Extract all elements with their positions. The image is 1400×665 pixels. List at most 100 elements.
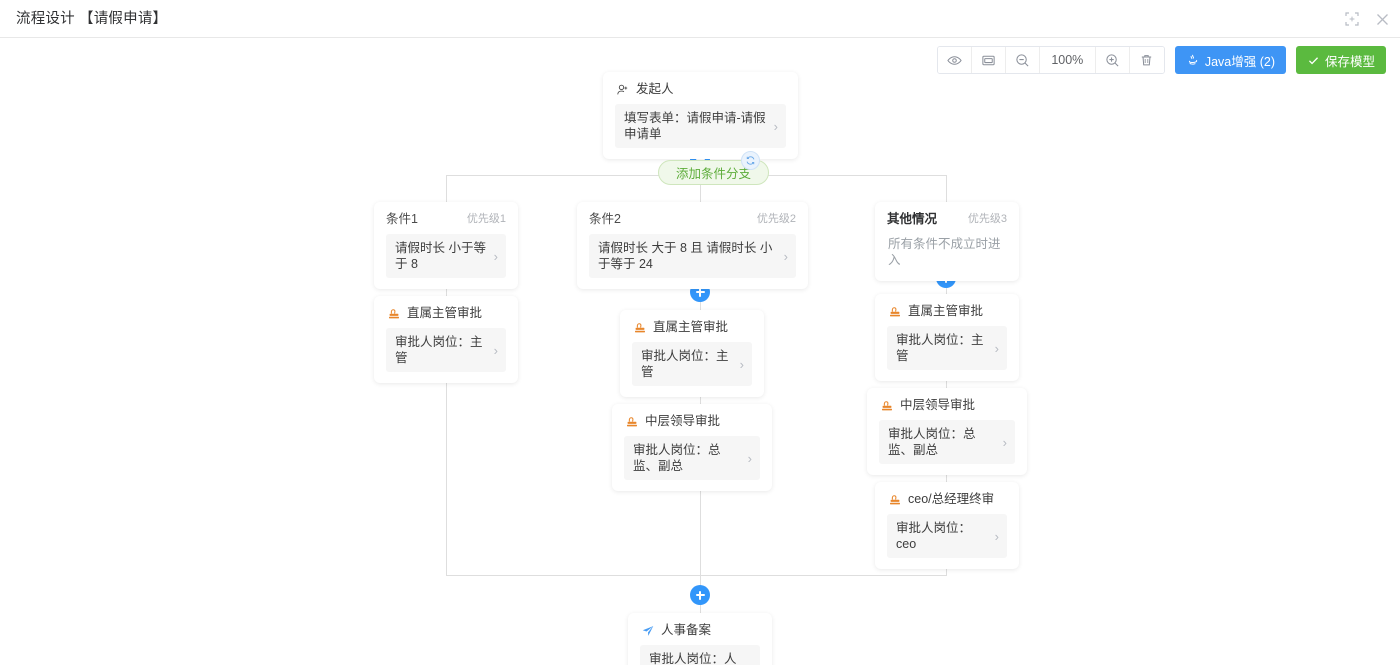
chevron-right-icon: › xyxy=(994,340,999,356)
node-header: 直属主管审批 xyxy=(632,320,752,335)
connector-line xyxy=(946,175,947,202)
send-icon xyxy=(640,623,655,638)
cc-node-body[interactable]: 审批人岗位：人事 › xyxy=(640,645,760,665)
condition-expression-row[interactable]: 请假时长 大于 8 且 请假时长 小于等于 24 › xyxy=(589,234,796,278)
trash-icon[interactable] xyxy=(1129,47,1164,73)
chevron-right-icon: › xyxy=(493,248,498,264)
approval-node-body[interactable]: 审批人岗位：主管 › xyxy=(386,328,506,372)
condition-name: 条件1 xyxy=(386,212,418,226)
condition-expression: 请假时长 小于等于 8 xyxy=(395,241,486,271)
start-node-body[interactable]: 填写表单：请假申请-请假申请单 › xyxy=(615,104,786,148)
stamp-icon xyxy=(624,414,639,429)
condition-expression: 请假时长 大于 8 且 请假时长 小于等于 24 xyxy=(598,241,773,271)
save-model-label: 保存模型 xyxy=(1324,54,1375,69)
node-header: 中层领导审批 xyxy=(879,398,1015,413)
user-add-icon xyxy=(615,82,630,97)
node-header: 发起人 xyxy=(615,82,786,97)
condition-node-2[interactable]: 条件2 优先级2 请假时长 大于 8 且 请假时长 小于等于 24 › xyxy=(577,202,808,289)
check-icon xyxy=(1307,54,1320,67)
approver-role: 审批人岗位：主管 xyxy=(641,349,729,379)
flow-canvas[interactable]: 发起人 填写表单：请假申请-请假申请单 › 添加条件分支 条件1 优先级1 xyxy=(0,39,1400,665)
tool-group: 100% xyxy=(936,46,1165,74)
approval-node-b2-1[interactable]: 直属主管审批 审批人岗位：主管 › xyxy=(620,310,764,397)
approval-node-title: 直属主管审批 xyxy=(908,304,984,318)
approval-node-b1-1[interactable]: 直属主管审批 审批人岗位：主管 › xyxy=(374,296,518,383)
node-header: 直属主管审批 xyxy=(386,306,506,321)
node-layer: 发起人 填写表单：请假申请-请假申请单 › 添加条件分支 条件1 优先级1 xyxy=(0,39,1400,665)
approval-node-b3-3[interactable]: ceo/总经理终审 审批人岗位：ceo › xyxy=(875,482,1019,569)
header-actions xyxy=(1344,0,1390,38)
chevron-right-icon: › xyxy=(747,450,752,466)
window-header: 流程设计 【请假申请】 xyxy=(0,0,1400,38)
add-node-button[interactable] xyxy=(690,585,710,605)
approver-role: 审批人岗位：主管 xyxy=(896,333,984,363)
chevron-right-icon: › xyxy=(739,356,744,372)
canvas-toolbar: 100% Java增强 (2) xyxy=(936,46,1386,74)
java-icon xyxy=(1186,53,1200,67)
node-header: 条件2 优先级2 xyxy=(589,212,796,227)
condition-expression-row[interactable]: 请假时长 小于等于 8 › xyxy=(386,234,506,278)
chevron-right-icon: › xyxy=(748,661,752,665)
condition-name: 其他情况 xyxy=(887,212,938,226)
stamp-icon xyxy=(887,304,902,319)
approval-node-title: 直属主管审批 xyxy=(653,320,729,334)
page-title: 流程设计 【请假申请】 xyxy=(16,11,168,27)
connector-line xyxy=(700,175,701,202)
stamp-icon xyxy=(386,306,401,321)
approval-node-body[interactable]: 审批人岗位：总监、副总 › xyxy=(879,420,1015,464)
approval-node-b2-2[interactable]: 中层领导审批 审批人岗位：总监、副总 › xyxy=(612,404,772,491)
connector-line xyxy=(446,175,447,202)
node-header: 人事备案 xyxy=(640,623,760,638)
start-node[interactable]: 发起人 填写表单：请假申请-请假申请单 › xyxy=(603,72,798,159)
approval-node-b3-1[interactable]: 直属主管审批 审批人岗位：主管 › xyxy=(875,294,1019,381)
branch-bottom-bar xyxy=(446,575,947,576)
cc-node[interactable]: 人事备案 审批人岗位：人事 › xyxy=(628,613,772,665)
connector-line xyxy=(446,263,447,575)
zoom-level[interactable]: 100% xyxy=(1039,47,1096,73)
close-icon[interactable] xyxy=(1374,11,1390,27)
approval-node-b3-2[interactable]: 中层领导审批 审批人岗位：总监、副总 › xyxy=(867,388,1027,475)
node-header: 条件1 优先级1 xyxy=(386,212,506,227)
approver-role: 审批人岗位：主管 xyxy=(395,335,483,365)
sync-icon[interactable] xyxy=(741,151,760,170)
condition-node-3[interactable]: 其他情况 优先级3 所有条件不成立时进入 xyxy=(875,202,1019,281)
chevron-right-icon: › xyxy=(994,528,999,544)
zoom-out-icon[interactable] xyxy=(1005,47,1040,73)
approval-node-title: 直属主管审批 xyxy=(407,306,483,320)
fullscreen-icon[interactable] xyxy=(1344,11,1360,27)
approver-role: 审批人岗位：ceo xyxy=(896,521,972,551)
stamp-icon xyxy=(887,492,902,507)
chevron-right-icon: › xyxy=(1002,434,1007,450)
approval-node-body[interactable]: 审批人岗位：主管 › xyxy=(887,326,1007,370)
node-header: 其他情况 优先级3 xyxy=(887,212,1007,227)
condition-expression: 所有条件不成立时进入 xyxy=(888,237,1001,267)
approval-node-body[interactable]: 审批人岗位：总监、副总 › xyxy=(624,436,760,480)
condition-priority: 优先级1 xyxy=(466,213,506,225)
java-enhance-label: Java增强 (2) xyxy=(1204,54,1275,69)
node-header: ceo/总经理终审 xyxy=(887,492,1007,507)
start-node-title: 发起人 xyxy=(636,82,674,96)
approver-role: 审批人岗位：人事 xyxy=(649,652,737,665)
save-model-button[interactable]: 保存模型 xyxy=(1295,46,1386,74)
approval-node-body[interactable]: 审批人岗位：主管 › xyxy=(632,342,752,386)
stamp-icon xyxy=(632,320,647,335)
stamp-icon xyxy=(879,398,894,413)
condition-node-1[interactable]: 条件1 优先级1 请假时长 小于等于 8 › xyxy=(374,202,518,289)
condition-priority: 优先级2 xyxy=(756,213,796,225)
approval-node-title: 中层领导审批 xyxy=(645,414,721,428)
form-icon[interactable] xyxy=(971,47,1006,73)
approval-node-body[interactable]: 审批人岗位：ceo › xyxy=(887,514,1007,558)
approver-role: 审批人岗位：总监、副总 xyxy=(888,427,976,457)
condition-priority: 优先级3 xyxy=(967,213,1007,225)
approval-node-title: 中层领导审批 xyxy=(900,398,976,412)
java-enhance-button[interactable]: Java增强 (2) xyxy=(1174,46,1286,74)
chevron-right-icon: › xyxy=(493,342,498,358)
chevron-right-icon: › xyxy=(773,118,778,134)
approver-role: 审批人岗位：总监、副总 xyxy=(633,443,721,473)
zoom-in-icon[interactable] xyxy=(1095,47,1130,73)
eye-icon[interactable] xyxy=(937,47,972,73)
condition-expression-row: 所有条件不成立时进入 xyxy=(887,234,1007,270)
chevron-right-icon: › xyxy=(783,248,788,264)
approval-node-title: ceo/总经理终审 xyxy=(908,492,995,506)
cc-node-title: 人事备案 xyxy=(661,623,712,637)
